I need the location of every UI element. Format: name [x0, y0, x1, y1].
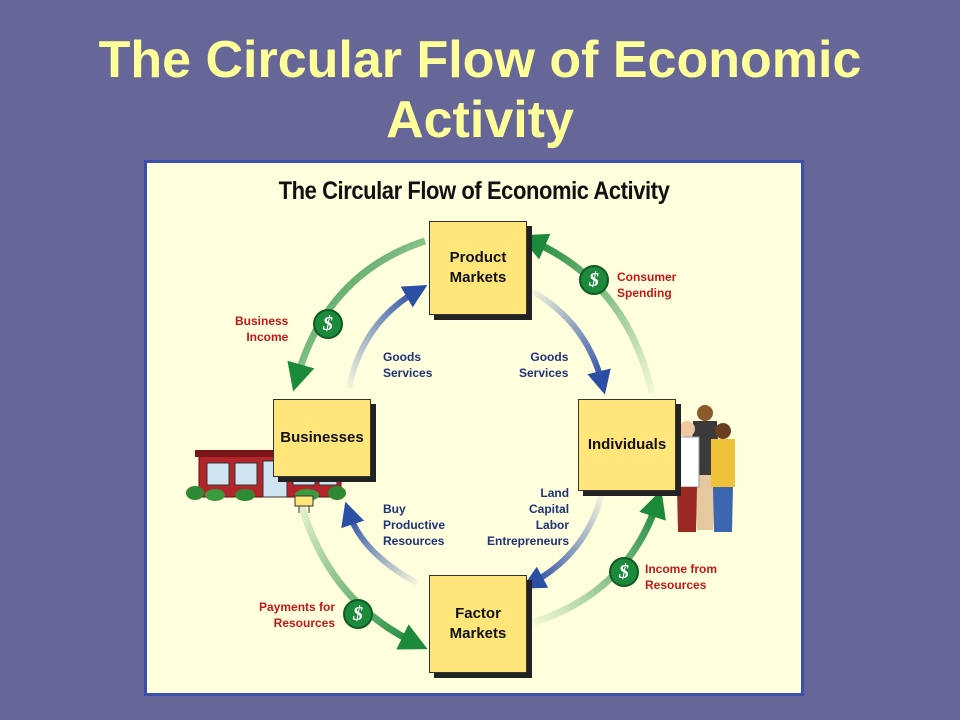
- payments-for-resources-label: Payments for Resources: [259, 600, 336, 630]
- land-capital-labor-arrow: [521, 492, 605, 589]
- land-capital-labor-label: Land Capital Labor Entrepreneurs: [487, 486, 570, 548]
- dollar-icon-income-from-resources: $: [609, 557, 639, 587]
- circular-flow-diagram: The Circular Flow of Economic Activity P…: [144, 160, 804, 696]
- diagram-title: The Circular Flow of Economic Activity: [278, 177, 670, 205]
- goods-services-right-label: Goods Services: [519, 350, 569, 380]
- individuals-box: Individuals: [578, 399, 676, 491]
- people-icon: [674, 405, 735, 532]
- business-income-label: Business Income: [235, 314, 289, 344]
- consumer-spending-arrow: [519, 233, 656, 394]
- income-from-resources-label: Income from Resources: [645, 562, 718, 592]
- goods-services-to-individuals-arrow: [530, 288, 611, 395]
- consumer-spending-label: Consumer Spending: [617, 270, 677, 300]
- payments-for-resources-arrow: [293, 487, 428, 650]
- slide-title: The Circular Flow of Economic Activity: [98, 31, 862, 149]
- buy-productive-resources-arrow: [341, 501, 419, 586]
- goods-services-to-businesses-arrow: [346, 284, 428, 389]
- factor-markets-box: Factor Markets: [429, 575, 527, 673]
- dollar-icon-payments-for-resources: $: [343, 599, 373, 629]
- goods-services-left-label: Goods Services: [383, 350, 433, 380]
- dollar-icon-consumer-spending: $: [579, 265, 609, 295]
- businesses-box: Businesses: [273, 399, 371, 477]
- dollar-icon-business-income: $: [313, 309, 343, 339]
- product-markets-box: Product Markets: [429, 221, 527, 315]
- buy-productive-resources-label: Buy Productive Resources: [383, 502, 446, 548]
- business-income-arrow: [287, 237, 427, 392]
